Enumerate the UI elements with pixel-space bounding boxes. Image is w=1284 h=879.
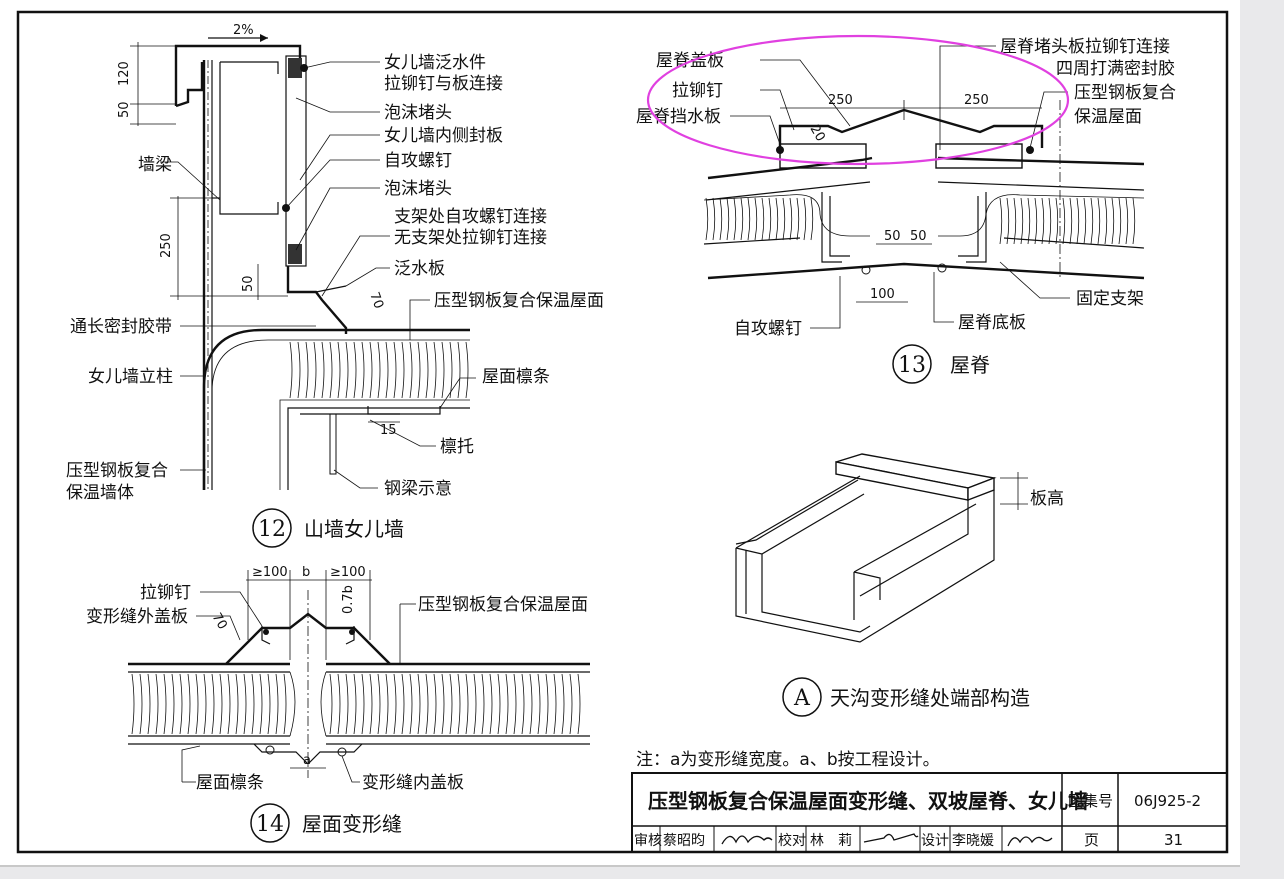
label-steel-beam: 钢梁示意 xyxy=(384,479,452,499)
label-inner-cover: 变形缝内盖板 xyxy=(362,773,464,793)
label-outer-cover: 变形缝外盖板 xyxy=(86,607,188,627)
label-purlin-14: 屋面檩条 xyxy=(196,773,264,793)
label-ridge-bottom: 屋脊底板 xyxy=(958,313,1026,333)
label-purlin-support: 檩托 xyxy=(440,437,474,457)
label-foam-plug: 泡沫堵头 xyxy=(384,103,452,123)
label-flash-board: 泛水板 xyxy=(394,259,445,279)
dim-50-right: 50 xyxy=(910,229,927,244)
dim-20: 20 xyxy=(807,123,828,145)
caption-12: 山墙女儿墙 xyxy=(304,517,404,541)
dim-100: 100 xyxy=(870,287,895,302)
label-tapping-screw: 自攻螺钉 xyxy=(734,319,802,339)
checker: 林 莉 xyxy=(810,833,852,849)
note: 注：a为变形缝宽度。a、b按工程设计。 xyxy=(636,750,940,770)
dim-50-left: 50 xyxy=(884,229,901,244)
review-label: 审核 xyxy=(634,833,662,849)
drawing-frame xyxy=(16,10,1229,854)
title-block: 压型钢板复合保温屋面变形缝、双坡屋脊、女儿墙 图集号 06J925-2 审核 蔡… xyxy=(631,772,1228,853)
dim-250-left: 250 xyxy=(828,93,853,108)
label-board-height: 板高 xyxy=(1030,489,1064,509)
label-flashing: 女儿墙泛水件 xyxy=(384,53,486,73)
paper xyxy=(0,0,1240,866)
reviewer: 蔡昭昀 xyxy=(663,833,705,849)
dim-b: b xyxy=(302,565,310,580)
designer-signature xyxy=(1007,836,1053,847)
page-number: 31 xyxy=(1164,831,1183,849)
highlight-ellipse xyxy=(646,34,1070,166)
caption-A-letter: A xyxy=(793,686,811,711)
diagram-12-gable-parapet: 2% 120 50 250 50 70 xyxy=(66,23,604,548)
caption-14: 屋面变形缝 xyxy=(302,812,402,836)
dim-ge100-right: ≥100 xyxy=(330,565,366,580)
label-rivet-board: 拉铆钉与板连接 xyxy=(384,74,503,94)
label-roof-panel: 压型钢板复合保温屋面 xyxy=(434,291,604,311)
atlas-number: 06J925-2 xyxy=(1134,792,1201,810)
diagram-A-gutter: 板高 A 天沟变形缝处端部构造 xyxy=(735,453,1064,717)
design-label: 设计 xyxy=(921,833,949,849)
label-rivet-14: 拉铆钉 xyxy=(140,583,191,603)
label-roof-2: 保温屋面 xyxy=(1074,107,1142,127)
label-wall-panel-1: 压型钢板复合 xyxy=(66,461,168,481)
dim-07b: 0.7b xyxy=(341,585,356,614)
label-wall-panel-2: 保温墙体 xyxy=(66,483,134,503)
dim-50: 50 xyxy=(117,101,132,118)
label-no-bracket-rivet: 无支架处拉铆钉连接 xyxy=(394,228,547,248)
label-rivet: 拉铆钉 xyxy=(672,81,723,101)
title: 压型钢板复合保温屋面变形缝、双坡屋脊、女儿墙 xyxy=(648,789,1088,813)
label-ridge-plug-2: 四周打满密封胶 xyxy=(1056,59,1175,79)
label-wall-beam: 墙梁 xyxy=(138,155,172,175)
label-tapping-screw: 自攻螺钉 xyxy=(384,151,452,171)
slope-label: 2% xyxy=(233,23,254,38)
label-fixed-bracket: 固定支架 xyxy=(1076,289,1144,309)
label-purlin: 屋面檩条 xyxy=(482,367,550,387)
check-label: 校对 xyxy=(778,832,806,849)
caption-12-number: 12 xyxy=(258,517,286,542)
label-bracket-screw: 支架处自攻螺钉连接 xyxy=(394,207,547,227)
diagram-13-ridge: 250 250 20 50 50 100 屋脊盖板 拉铆钉 屋脊挡水板 屋脊堵头… xyxy=(636,34,1176,384)
reviewer-signature xyxy=(721,835,773,845)
dim-120: 120 xyxy=(117,61,132,86)
caption-14-number: 14 xyxy=(256,812,284,837)
dim-250: 250 xyxy=(159,233,174,258)
caption-A: 天沟变形缝处端部构造 xyxy=(830,686,1030,710)
label-roof-panel-14: 压型钢板复合保温屋面 xyxy=(418,595,588,615)
label-parapet-post: 女儿墙立柱 xyxy=(88,367,173,387)
dim-ge100-left: ≥100 xyxy=(252,565,288,580)
caption-13-number: 13 xyxy=(898,353,926,378)
label-inner-cover: 女儿墙内侧封板 xyxy=(384,126,503,146)
label-ridge-plug-1: 屋脊堵头板拉铆钉连接 xyxy=(1000,37,1170,57)
dim-70: 70 xyxy=(366,290,386,311)
diagram-14-expansion-joint: ≥100 b ≥100 0.7b 70 a xyxy=(86,565,590,843)
label-roof-1: 压型钢板复合 xyxy=(1074,83,1176,103)
atlas-label: 图集号 xyxy=(1068,792,1113,810)
dim-50b: 50 xyxy=(241,275,256,292)
dim-15: 15 xyxy=(380,423,397,438)
page-label: 页 xyxy=(1084,831,1099,849)
designer: 李晓媛 xyxy=(952,833,994,849)
label-sealant-tape: 通长密封胶带 xyxy=(70,317,172,337)
dim-250-right: 250 xyxy=(964,93,989,108)
label-ridge-stop: 屋脊挡水板 xyxy=(636,107,721,127)
dim-a: a xyxy=(303,753,311,768)
caption-13: 屋脊 xyxy=(950,353,990,377)
label-foam-plug-2: 泡沫堵头 xyxy=(384,179,452,199)
checker-signature xyxy=(863,833,919,843)
